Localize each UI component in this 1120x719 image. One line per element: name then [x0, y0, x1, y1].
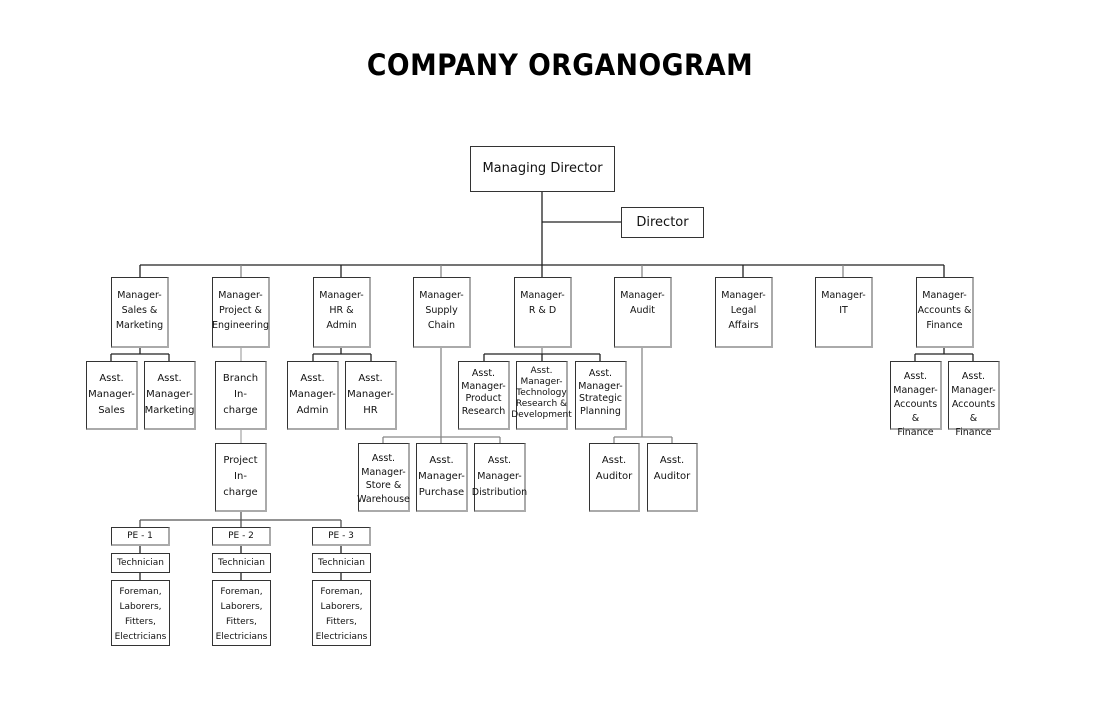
pe-3-box: PE - 3: [312, 527, 371, 546]
asst-label: Asst. Auditor: [653, 455, 691, 482]
manager-label: Manager- Project & Engineering: [212, 290, 269, 331]
manager-label: Manager- Accounts & Finance: [917, 290, 972, 331]
technician-1-box: Technician: [111, 553, 170, 573]
asst-label: Asst. Auditor: [595, 455, 633, 482]
manager-label: Manager- HR & Admin: [319, 290, 364, 331]
director-box: Director: [621, 207, 704, 238]
manager-project-engineering-box: Manager- Project & Engineering: [212, 277, 270, 348]
asst-label: Asst. Manager- Marketing: [144, 373, 195, 416]
asst-manager-distribution-box: Asst. Manager- Distribution: [471, 443, 528, 512]
manager-legal-affairs-box: Manager- Legal Affairs: [715, 277, 773, 348]
asst-label: Asst. Manager- Distribution: [471, 455, 528, 498]
asst-manager-store-warehouse-box: Asst. Manager- Store & Warehouse: [357, 443, 410, 512]
asst-auditor-1-box: Asst. Auditor: [589, 443, 640, 512]
technician-3-box: Technician: [312, 553, 371, 573]
manager-audit-box: Manager- Audit: [614, 277, 672, 348]
pe-1-box: PE - 1: [111, 527, 170, 546]
director-label: Director: [636, 215, 689, 230]
asst-manager-admin-box: Asst. Manager- Admin: [287, 361, 339, 430]
manager-r-and-d-box: Manager- R & D: [514, 277, 572, 348]
chart-title: COMPANY ORGANOGRAM: [366, 48, 754, 82]
asst-manager-product-research-box: Asst. Manager- Product Research: [458, 361, 510, 430]
asst-label: Asst. Manager- Technology Research & Dev…: [511, 366, 572, 420]
workers-3-box: Foreman, Laborers, Fitters, Electricians: [312, 580, 371, 646]
asst-manager-technology-rd-box: Asst. Manager- Technology Research & Dev…: [511, 361, 572, 430]
asst-manager-accounts-finance-1-box: Asst. Manager- Accounts & Finance: [890, 361, 942, 438]
manager-label: Manager- Sales & Marketing: [115, 290, 164, 331]
asst-manager-purchase-box: Asst. Manager- Purchase: [416, 443, 468, 512]
asst-manager-strategic-planning-box: Asst. Manager- Strategic Planning: [575, 361, 627, 430]
workers-label: Foreman, Laborers, Fitters, Electricians: [215, 587, 268, 642]
asst-label: Asst. Manager- Accounts & Finance: [951, 371, 996, 438]
asst-manager-marketing-box: Asst. Manager- Marketing: [144, 361, 196, 430]
branch-incharge-box: Branch In- charge: [215, 361, 267, 430]
asst-label: Asst. Manager- Store & Warehouse: [357, 453, 410, 505]
pe-label: PE - 3: [328, 530, 354, 541]
manager-accounts-finance-box: Manager- Accounts & Finance: [916, 277, 974, 348]
asst-label: Asst. Manager- Purchase: [418, 455, 465, 498]
manager-hr-admin-box: Manager- HR & Admin: [313, 277, 371, 348]
asst-label: Asst. Manager- Sales: [88, 373, 135, 416]
managing-director-label: Managing Director: [482, 161, 603, 176]
asst-label: Asst. Manager- Accounts & Finance: [893, 371, 938, 438]
manager-it-box: Manager- IT: [815, 277, 873, 348]
manager-label: Manager- Legal Affairs: [721, 290, 766, 331]
project-incharge-label: Project In- charge: [223, 455, 258, 498]
managing-director-box: Managing Director: [470, 146, 615, 192]
asst-manager-accounts-finance-2-box: Asst. Manager- Accounts & Finance: [948, 361, 1000, 438]
workers-label: Foreman, Laborers, Fitters, Electricians: [315, 587, 368, 642]
manager-label: Manager- Audit: [620, 290, 665, 316]
asst-label: Asst. Manager- Admin: [289, 373, 336, 416]
manager-label: Manager- IT: [821, 290, 866, 316]
manager-supply-chain-box: Manager- Supply Chain: [413, 277, 471, 348]
asst-manager-hr-box: Asst. Manager- HR: [345, 361, 397, 430]
manager-label: Manager- Supply Chain: [419, 290, 464, 331]
pe-label: PE - 1: [127, 530, 153, 541]
workers-1-box: Foreman, Laborers, Fitters, Electricians: [111, 580, 170, 646]
workers-2-box: Foreman, Laborers, Fitters, Electricians: [212, 580, 271, 646]
branch-incharge-label: Branch In- charge: [222, 373, 259, 416]
asst-label: Asst. Manager- Product Research: [461, 368, 506, 417]
project-incharge-box: Project In- charge: [215, 443, 267, 512]
technician-label: Technician: [217, 557, 266, 568]
manager-label: Manager- R & D: [520, 290, 565, 316]
asst-label: Asst. Manager- Strategic Planning: [578, 368, 623, 417]
technician-label: Technician: [317, 557, 366, 568]
asst-auditor-2-box: Asst. Auditor: [647, 443, 698, 512]
workers-label: Foreman, Laborers, Fitters, Electricians: [114, 587, 167, 642]
pe-label: PE - 2: [228, 530, 254, 541]
technician-2-box: Technician: [212, 553, 271, 573]
asst-label: Asst. Manager- HR: [347, 373, 394, 416]
technician-label: Technician: [116, 557, 165, 568]
manager-sales-marketing-box: Manager- Sales & Marketing: [111, 277, 169, 348]
pe-2-box: PE - 2: [212, 527, 271, 546]
asst-manager-sales-box: Asst. Manager- Sales: [86, 361, 138, 430]
